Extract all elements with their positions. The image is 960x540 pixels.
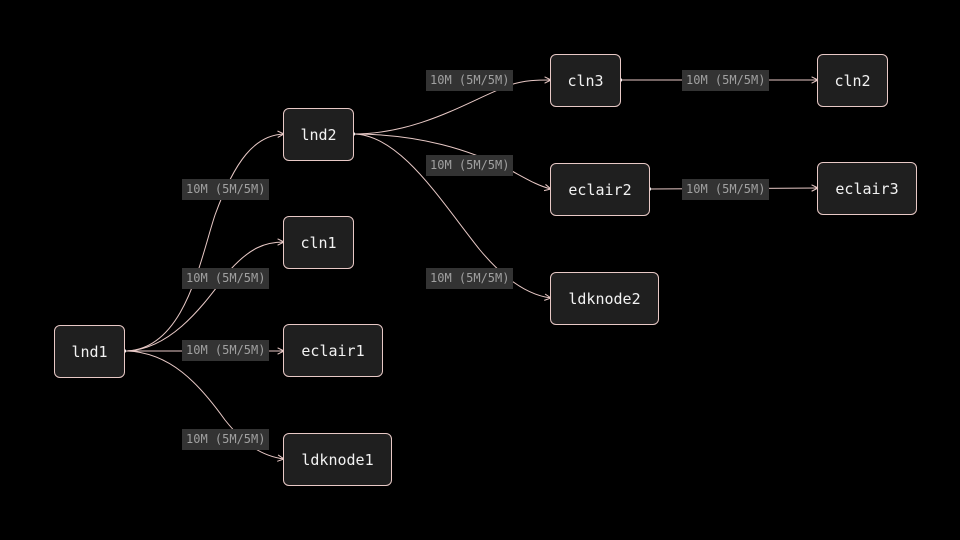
node-cln1[interactable]: cln1 [283,216,354,269]
edge-lnd2-cln3 [352,80,551,135]
edge-label-lnd2-ldknode2: 10M (5M/5M) [426,268,514,289]
edge-lnd1-cln1 [123,242,284,352]
edge-label-lnd2-cln3: 10M (5M/5M) [426,70,514,91]
edge-lnd1-ldknode1 [123,350,284,459]
node-ldknode2[interactable]: ldknode2 [550,272,659,325]
node-label-ldknode2: ldknode2 [568,289,641,308]
node-label-eclair3: eclair3 [835,179,899,198]
edge-label-lnd2-eclair2: 10M (5M/5M) [426,155,514,176]
node-label-ldknode1: ldknode1 [301,450,374,469]
node-label-eclair1: eclair1 [301,341,365,360]
node-ldknode1[interactable]: ldknode1 [283,433,392,486]
node-label-lnd1: lnd1 [71,342,108,361]
node-eclair1[interactable]: eclair1 [283,324,383,377]
node-lnd1[interactable]: lnd1 [54,325,125,378]
edge-label-cln3-cln2: 10M (5M/5M) [682,70,770,91]
edge-label-lnd1-eclair1: 10M (5M/5M) [182,340,270,361]
node-label-eclair2: eclair2 [568,180,632,199]
node-lnd2[interactable]: lnd2 [283,108,354,161]
edge-label-lnd1-cln1: 10M (5M/5M) [182,268,270,289]
node-label-cln2: cln2 [834,71,871,90]
edge-label-lnd1-ldknode1: 10M (5M/5M) [182,429,270,450]
node-label-cln1: cln1 [300,233,337,252]
edge-lnd2-ldknode2 [352,133,551,298]
edge-label-eclair2-eclair3: 10M (5M/5M) [682,179,770,200]
node-cln2[interactable]: cln2 [817,54,888,107]
node-eclair3[interactable]: eclair3 [817,162,917,215]
edge-lnd1-lnd2 [123,134,284,352]
edge-label-lnd1-lnd2: 10M (5M/5M) [182,179,270,200]
node-label-lnd2: lnd2 [300,125,337,144]
node-eclair2[interactable]: eclair2 [550,163,650,216]
node-cln3[interactable]: cln3 [550,54,621,107]
node-label-cln3: cln3 [567,71,604,90]
